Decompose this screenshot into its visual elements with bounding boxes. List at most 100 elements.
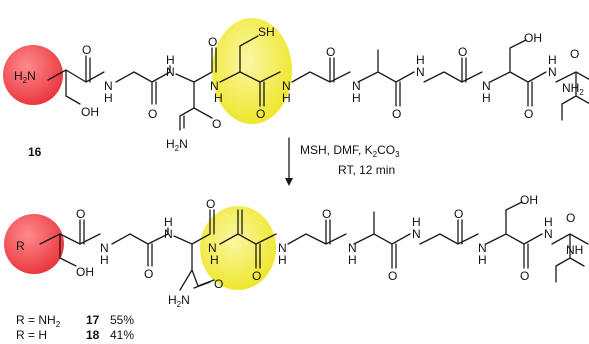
o-label: O (76, 207, 85, 221)
starting-peptide: H2N OH O N H O H N O N H O H2N SH O N H … (3, 18, 589, 159)
o-label: O (566, 211, 575, 225)
product-ile-bonds (551, 233, 589, 283)
h-label: H (166, 53, 175, 67)
h-label: H (352, 91, 361, 105)
asn-h2n-label: H2N (166, 137, 188, 153)
n-label: N (478, 241, 487, 255)
n-terminal-highlight-product (4, 214, 64, 274)
o-label: O (214, 277, 223, 291)
o-label: O (144, 267, 153, 281)
h-label: H (416, 53, 425, 67)
h-label: H (482, 91, 491, 105)
h-label: H (164, 215, 173, 229)
yield-17: 55% (110, 313, 134, 327)
gly3-bonds (423, 57, 483, 83)
r-label: R (16, 239, 25, 253)
o-label: O (256, 107, 265, 121)
oh-label-2: OH (524, 31, 542, 45)
o-label: O (520, 269, 529, 283)
o-label: O (212, 117, 221, 131)
n-label: N (544, 227, 553, 241)
gly2-bonds (291, 57, 351, 83)
n-terminal-highlight (3, 45, 63, 105)
product-ala-bonds (353, 211, 411, 269)
product-ser2-bonds (485, 201, 543, 269)
conditions-line-1: MSH, DMF, K2CO3 (300, 143, 400, 159)
compound-18-label: 18 (86, 328, 100, 342)
product-gly3-bonds (419, 219, 479, 245)
o-label: O (322, 207, 331, 221)
product-amide-end-label: NH (566, 243, 583, 257)
o-label: O (454, 207, 463, 221)
n-label: N (548, 65, 557, 79)
n-label: N (282, 79, 291, 93)
h2n-label: H2N (14, 69, 36, 85)
o-label: O (206, 197, 215, 211)
h-label: H (478, 253, 487, 267)
h-label: H (278, 253, 287, 267)
h-label: H (104, 91, 113, 105)
product-dha-bonds (219, 209, 277, 269)
h-label: H (100, 253, 109, 267)
product-asn-h2n-label: H2N (168, 293, 190, 309)
yield-18: 41% (110, 328, 134, 342)
product-gly1-bonds (111, 233, 169, 267)
n-label: N (482, 79, 491, 93)
cysteine-highlight (212, 18, 292, 124)
o-label: O (388, 269, 397, 283)
h-label: H (282, 91, 291, 105)
product-asn-bonds (167, 209, 215, 291)
product-oh-label-1: OH (76, 265, 94, 279)
h-label: H (544, 215, 553, 229)
o-label: O (148, 107, 157, 121)
n-label: N (104, 79, 113, 93)
o-label: O (326, 45, 335, 59)
compound-17-label: 17 (86, 313, 100, 327)
o-label: O (252, 269, 261, 283)
conditions-line-2: RT, 12 min (338, 163, 395, 177)
product-oh-label-2: OH (520, 193, 538, 207)
n-label: N (412, 227, 421, 241)
h-label: H (412, 215, 421, 229)
asn-bonds (169, 47, 217, 131)
r-definition-18: R = H (16, 328, 47, 342)
h-label: H (214, 91, 223, 105)
product-peptide: R OH O N H O H N O N H O H2N O N H O N H… (4, 193, 589, 342)
oh-label-1: OH (81, 105, 99, 119)
product-legend: R = NH2 17 55% R = H 18 41% (16, 313, 134, 342)
o-label: O (570, 47, 579, 61)
gly1-bonds (115, 71, 171, 105)
n-label: N (166, 65, 175, 79)
h-label: H (348, 253, 357, 267)
product-ser-bonds (39, 219, 101, 267)
compound-16-label: 16 (28, 145, 42, 159)
n-label: N (278, 241, 287, 255)
reaction-arrow: MSH, DMF, K2CO3 RT, 12 min (285, 137, 400, 186)
ser-bonds (47, 55, 105, 105)
o-label: O (82, 43, 91, 57)
ser2-bonds (489, 39, 547, 107)
n-label: N (208, 241, 217, 255)
cys-bonds (219, 35, 281, 107)
o-label: O (458, 45, 467, 59)
h-label: H (210, 253, 219, 267)
o-label: O (392, 107, 401, 121)
n-label: N (348, 241, 357, 255)
amide-end-label: NH2 (562, 81, 584, 97)
ala-bonds (357, 49, 415, 107)
n-label: N (100, 241, 109, 255)
o-label: O (208, 35, 217, 49)
product-gly2-bonds (287, 219, 347, 245)
ile-bonds (555, 71, 589, 121)
n-label: N (352, 79, 361, 93)
sh-label: SH (258, 25, 275, 39)
h-label: H (548, 53, 557, 67)
r-definition-17: R = NH2 (16, 313, 61, 329)
dehydroalanine-highlight (200, 206, 276, 290)
n-label: N (416, 65, 425, 79)
n-label: N (210, 79, 219, 93)
n-label: N (164, 227, 173, 241)
o-label: O (524, 107, 533, 121)
